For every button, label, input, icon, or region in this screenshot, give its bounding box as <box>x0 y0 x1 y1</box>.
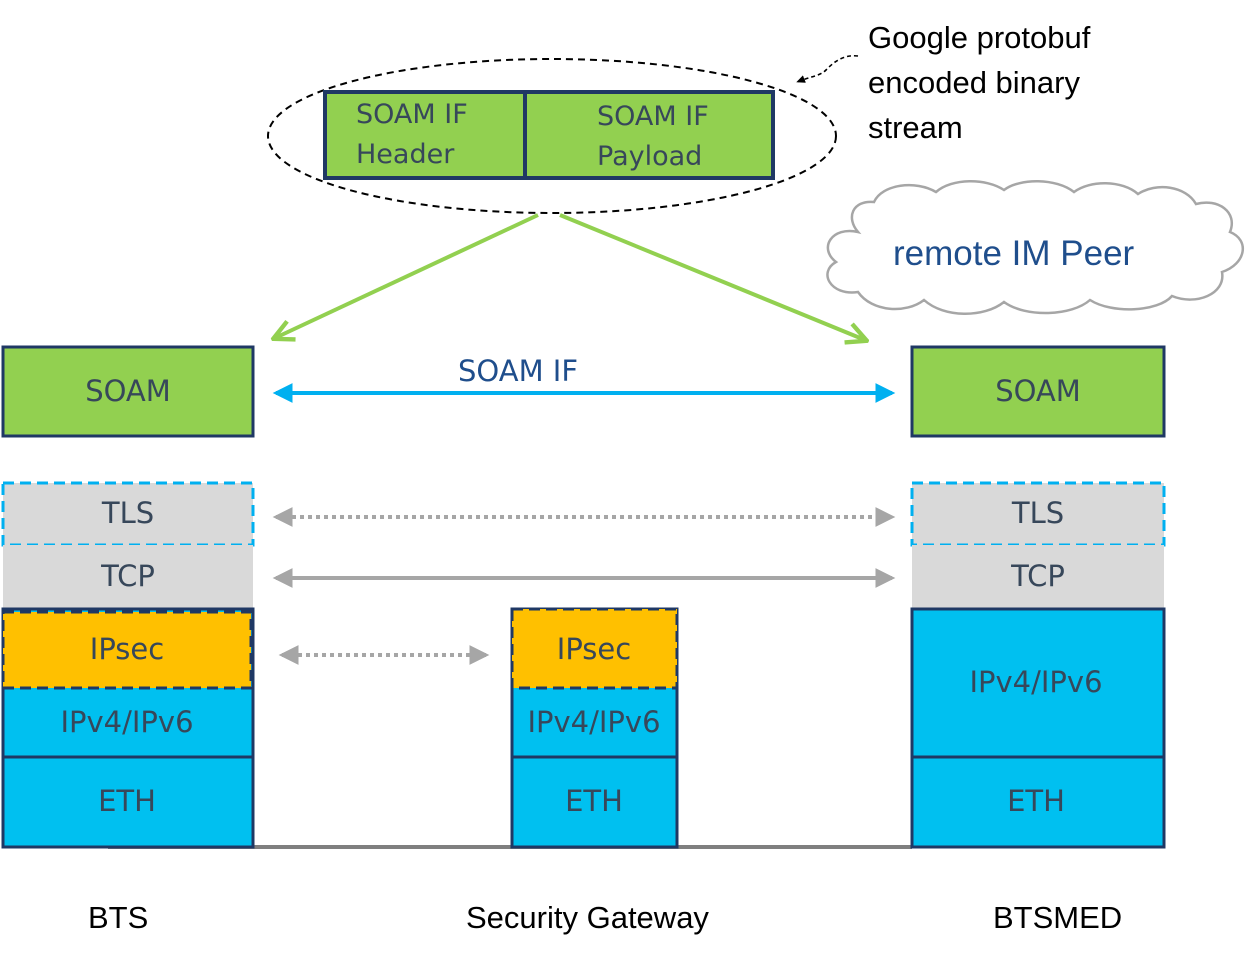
bts-caption: BTS <box>88 900 148 935</box>
to-bts-arrow <box>275 213 539 338</box>
bts-eth-label: ETH <box>98 784 156 818</box>
btsmed-tcp-layer <box>912 545 1164 609</box>
bts-tcp-label: TCP <box>100 559 155 593</box>
bts-stack: SOAM TLS TCP IPsec IPv4/IPv6 ETH <box>1 345 255 849</box>
soam-if-payload-box <box>523 90 775 180</box>
gateway-ipsec-layer <box>510 607 679 690</box>
note-line2: encoded binary <box>868 65 1080 100</box>
btsmed-soam-label: SOAM <box>995 374 1081 408</box>
header-label-line2: Header <box>356 139 455 170</box>
gateway-eth-label: ETH <box>565 784 623 818</box>
btsmed-caption: BTSMED <box>993 900 1122 935</box>
gateway-stack: IPsec IPv4/IPv6 ETH <box>510 607 679 849</box>
note-line1: Google protobuf <box>868 20 1091 55</box>
header-label-line1: SOAM IF <box>356 99 468 130</box>
note-line3: stream <box>868 110 963 145</box>
bts-ip-label: IPv4/IPv6 <box>60 705 193 739</box>
note-pointer-arrow <box>796 54 859 83</box>
btsmed-tls-layer <box>910 481 1166 547</box>
message-ellipse <box>267 58 837 214</box>
btsmed-eth-label: ETH <box>1007 784 1065 818</box>
bts-soam-label: SOAM <box>85 374 171 408</box>
bts-tls-label: TLS <box>101 496 154 530</box>
btsmed-soam-layer <box>910 345 1166 438</box>
btsmed-lower-frame <box>910 607 1166 849</box>
soam-if-header-box <box>323 90 527 180</box>
remote-peer-cloud <box>826 180 1245 315</box>
bts-soam-layer <box>1 345 255 438</box>
bts-tcp-layer <box>3 545 253 609</box>
payload-label-line2: Payload <box>597 141 702 172</box>
to-btsmed-arrow <box>559 213 865 340</box>
gateway-ipsec-label: IPsec <box>557 632 631 666</box>
btsmed-ip-label: IPv4/IPv6 <box>969 665 1102 699</box>
bts-tls-layer <box>1 481 255 547</box>
cloud-label: remote IM Peer <box>893 234 1135 273</box>
soam-if-link-label: SOAM IF <box>458 354 578 388</box>
btsmed-tcp-label: TCP <box>1010 559 1065 593</box>
gateway-caption: Security Gateway <box>466 900 709 935</box>
btsmed-stack: SOAM TLS TCP IPv4/IPv6 ETH <box>910 345 1166 849</box>
bts-ipsec-label: IPsec <box>90 632 164 666</box>
btsmed-tls-label: TLS <box>1011 496 1064 530</box>
bts-ipsec-layer <box>1 610 253 690</box>
payload-label-line1: SOAM IF <box>597 101 709 132</box>
gateway-ip-label: IPv4/IPv6 <box>527 705 660 739</box>
